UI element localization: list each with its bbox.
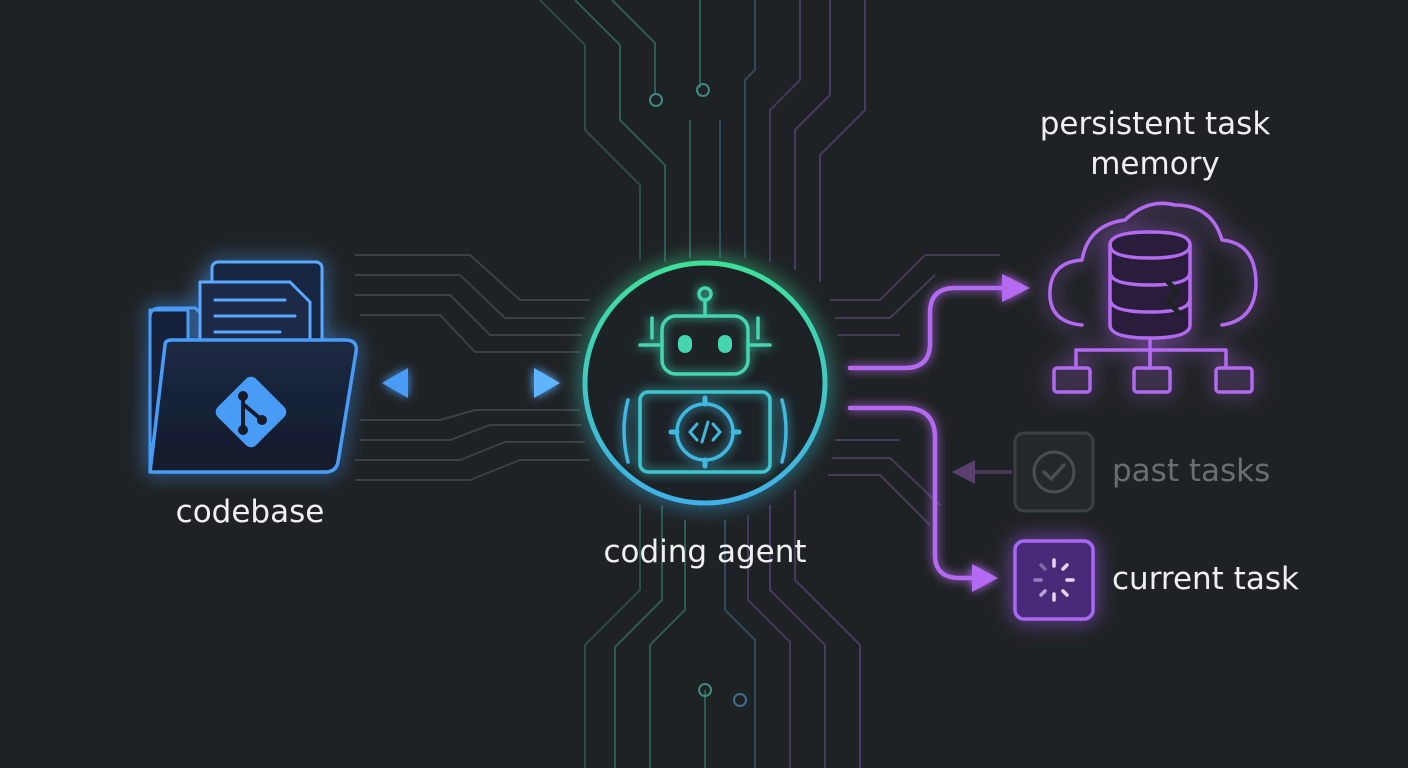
memory-flow-arrows [847, 285, 1005, 581]
current-task-label: current task [1112, 561, 1299, 597]
persistent-memory-label-line1: persistent task [1039, 106, 1271, 142]
circuit-traces-bottom [584, 490, 861, 768]
codebase-label: codebase [175, 494, 325, 530]
circuit-traces-right [828, 254, 1000, 526]
arrow-head [1002, 274, 1030, 302]
trace-node [649, 93, 663, 107]
trace-node [698, 683, 712, 697]
coding-agent-label: coding agent [603, 534, 807, 570]
trace-node [733, 693, 747, 707]
robot-code-icon [582, 260, 828, 506]
past-tasks-arrow [952, 460, 1012, 484]
persistent-memory-label-line2: memory [1090, 146, 1220, 182]
circuit-traces-top [539, 0, 866, 282]
trace-node [696, 83, 710, 97]
circuit-traces-left [355, 254, 590, 481]
folder-git-icon [148, 260, 359, 474]
arrow-head [972, 564, 998, 592]
bidirectional-arrow [382, 368, 560, 398]
loading-spinner-icon [1013, 539, 1095, 621]
cloud-database-icon [1048, 201, 1258, 394]
past-tasks-label: past tasks [1112, 453, 1271, 489]
check-circle-icon [1013, 431, 1095, 513]
persistent-memory-label: persistent task memory [1010, 104, 1300, 184]
